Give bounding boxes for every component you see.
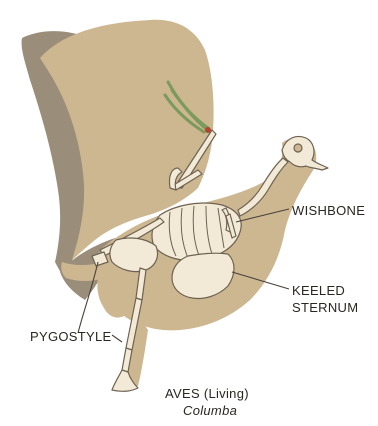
pygostyle-leader-tail — [112, 335, 122, 342]
keeled-sternum-label-line1: KEELED — [292, 283, 345, 298]
pelvis — [110, 238, 158, 272]
pygostyle-label: PYGOSTYLE — [30, 329, 111, 344]
caption-genus: Columba — [183, 403, 237, 418]
wishbone-label: WISHBONE — [292, 203, 365, 218]
caption-group: AVES (Living) — [165, 386, 249, 401]
keeled-sternum-label-line2: STERNUM — [292, 300, 358, 315]
